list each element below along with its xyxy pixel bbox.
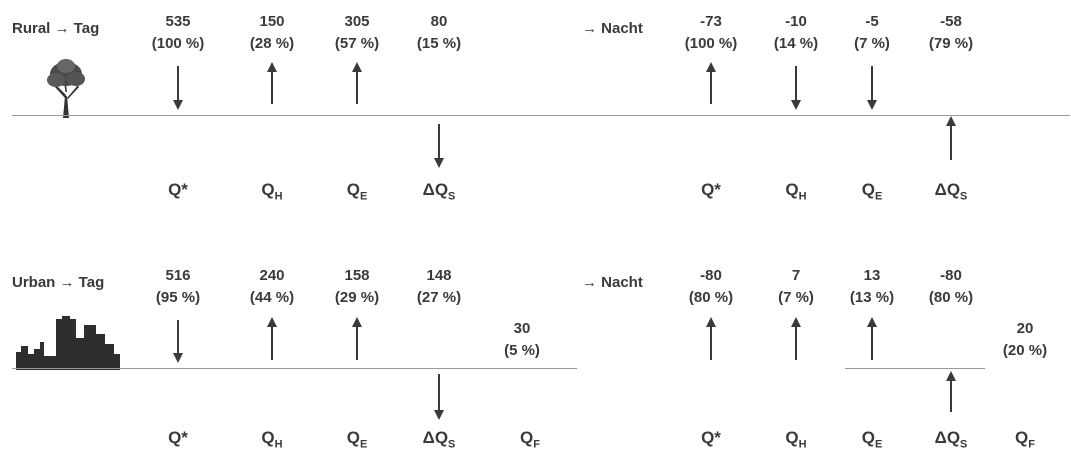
urban-day-symbol-dqs: ΔQS [422, 428, 456, 451]
rural-day-symbol-dqs: ΔQS [422, 180, 456, 203]
urban-day-qe-arrowhead [352, 317, 362, 327]
urban-day-qh-value: 240(44 %) [249, 267, 295, 306]
urban-night-title: → Nacht [582, 274, 643, 291]
rural-day-qe-value: 305(57 %) [334, 13, 380, 52]
rural-night-dqs-arrowhead [946, 116, 956, 126]
urban-day-qstar-arrowhead [173, 353, 183, 363]
rural-night-qh-value: -10(14 %) [773, 13, 819, 52]
rural-day-symbol-qe: QE [346, 180, 368, 203]
urban-night-ground-line [845, 368, 985, 369]
rural-day-qe-arrowhead [352, 62, 362, 72]
rural-night-symbol-dqs: ΔQS [934, 180, 968, 203]
urban-night-dqs-value: -80(80 %) [928, 267, 974, 306]
urban-day-qe-value: 158(29 %) [334, 267, 380, 306]
urban-day-symbol-qstar: Q* [168, 428, 188, 447]
urban-day-qh-arrowhead [267, 317, 277, 327]
urban-night-symbol-dqs: ΔQS [934, 428, 968, 451]
urban-day-symbol-qe: QE [346, 428, 368, 451]
rural-day-qstar-value: 535(100 %) [151, 13, 205, 52]
rural-day-symbol-qstar: Q* [168, 180, 188, 199]
urban-night-qe-arrowhead [867, 317, 877, 327]
rural-night-symbol-qh: QH [785, 180, 807, 203]
urban-day-dqs-value: 148(27 %) [416, 267, 462, 306]
rural-day-qh-arrowhead [267, 62, 277, 72]
urban-night-qe-value: 13(13 %) [849, 267, 895, 306]
rural-night-dqs-value: -58(79 %) [928, 13, 974, 52]
rural-day-dqs-arrowhead [434, 158, 444, 168]
rural-day-qstar-arrowhead [173, 100, 183, 110]
urban-night-symbol-qh: QH [785, 428, 807, 451]
rural-night-qstar-arrowhead [706, 62, 716, 72]
rural-night-qstar-value: -73(100 %) [684, 13, 738, 52]
urban-night-qstar-arrowhead [706, 317, 716, 327]
rural-night-symbol-qstar: Q* [701, 180, 721, 199]
rural-night-title: → Nacht [582, 20, 643, 37]
rural-ground-line [12, 115, 1070, 116]
urban-day-qstar-value: 516(95 %) [155, 267, 201, 306]
tree-icon [47, 59, 85, 118]
urban-night-qh-arrowhead [791, 317, 801, 327]
city-skyline-icon [16, 316, 120, 370]
urban-night-qh-value: 7(7 %) [778, 267, 814, 306]
rural-night-qe-arrowhead [867, 100, 877, 110]
urban-night-symbol-qf: QF [1015, 428, 1035, 451]
urban-day-ground-line [12, 368, 577, 369]
rural-night-qe-value: -5(7 %) [854, 13, 890, 52]
rural-night-qh-arrowhead [791, 100, 801, 110]
urban-day-symbol-qh: QH [261, 428, 283, 451]
urban-night-symbol-qstar: Q* [701, 428, 721, 447]
urban-night-qf-value: 20(20 %) [1002, 320, 1048, 359]
rural-day-dqs-value: 80(15 %) [416, 13, 462, 52]
urban-day-dqs-arrowhead [434, 410, 444, 420]
urban-night-qstar-value: -80(80 %) [688, 267, 734, 306]
rural-day-symbol-qh: QH [261, 180, 283, 203]
urban-night-dqs-arrowhead [946, 371, 956, 381]
rural-day-qh-value: 150(28 %) [249, 13, 295, 52]
rural-night-symbol-qe: QE [861, 180, 883, 203]
urban-day-qf-value: 30(5 %) [504, 320, 540, 359]
urban-day-title: Urban → Tag [12, 274, 105, 291]
urban-night-symbol-qe: QE [861, 428, 883, 451]
rural-day-title: Rural → Tag [12, 20, 100, 37]
urban-day-symbol-qf: QF [520, 428, 540, 451]
